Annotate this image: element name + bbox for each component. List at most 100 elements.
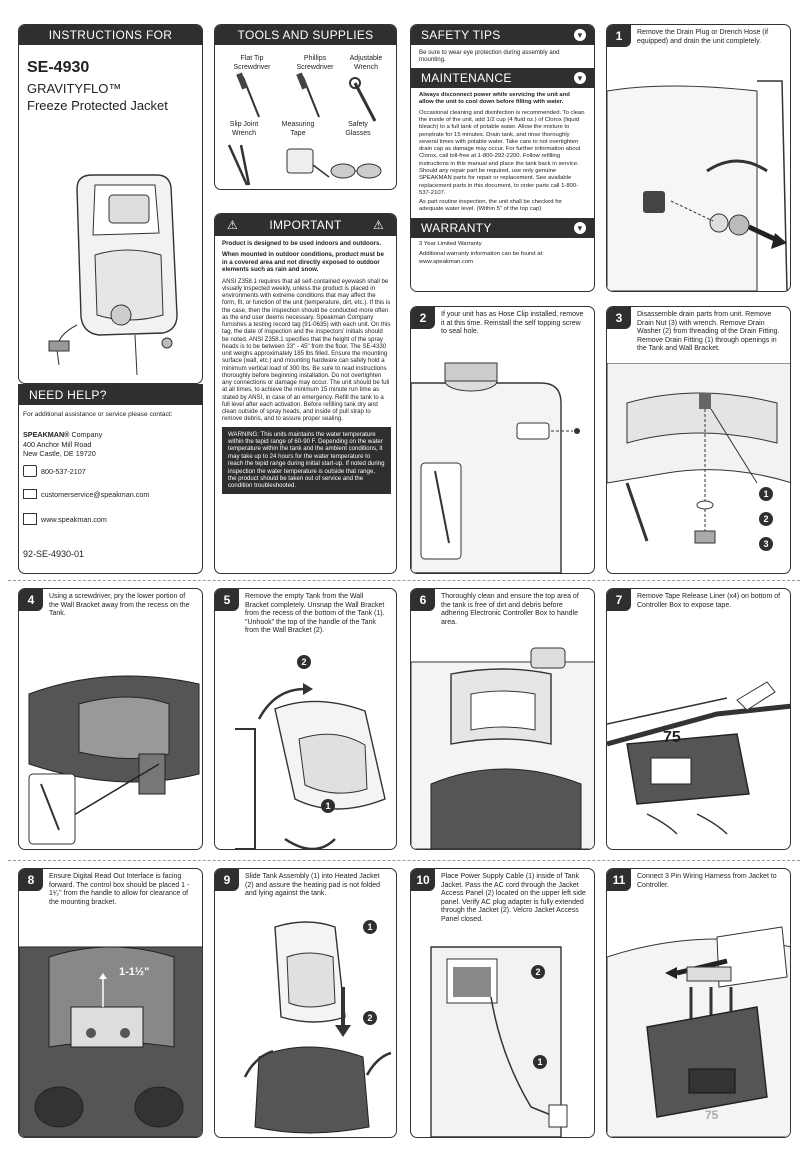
drain-parts-illustration (607, 363, 790, 544)
step-number: 9 (215, 869, 239, 891)
email-icon (23, 489, 37, 499)
callout-2: 2 (363, 1011, 377, 1025)
tool-safety-glasses: Safety Glasses (345, 121, 371, 137)
important-title: IMPORTANT (269, 218, 342, 232)
tool-measuring-tape: Measuring Tape (281, 121, 315, 137)
models-panel: INSTRUCTIONS FOR MODELS SE-4930 GRAVITYF… (18, 24, 203, 384)
company-word: Company (71, 430, 103, 439)
row-divider (8, 860, 800, 861)
product-line: GRAVITYFLO™ (27, 81, 122, 96)
phone-icon (23, 465, 37, 477)
step-number: 6 (411, 589, 435, 611)
step-text: Using a screwdriver, pry the lower porti… (49, 593, 190, 618)
power-cable-illustration (430, 946, 568, 1137)
tape-liner-illustration (607, 681, 790, 835)
maintenance-title: MAINTENANCE (421, 70, 512, 85)
safety-header: SAFETY TIPS ▾ (411, 25, 594, 45)
safety-text: Be sure to wear eye protection during as… (419, 49, 560, 64)
wiring-harness-illustration (607, 926, 790, 1137)
important-header: ⚠ IMPORTANT ⚠ (215, 214, 396, 236)
warning-icon-right: ⚠ (372, 218, 384, 232)
step-number: 7 (607, 589, 631, 611)
maintenance-p1: Occasional cleaning and disinfection is … (419, 109, 585, 196)
step-text: Remove the Drain Plug or Drench Hose (if… (637, 29, 769, 45)
step-1: 1 Remove the Drain Plug or Drench Hose (… (606, 24, 791, 292)
step-7: 7 Remove Tape Release Liner (x4) on bott… (606, 588, 791, 850)
model-number: SE-4930 (27, 59, 90, 76)
chevron-down-icon: ▾ (574, 71, 586, 84)
product-illustration (48, 174, 178, 376)
step-2: 2 If your unit has as Hose Clip installe… (410, 306, 595, 574)
tools-panel: TOOLS AND SUPPLIES Flat Tip Screwdriver … (214, 24, 397, 190)
need-help-panel: NEED HELP? For additional assistance or … (18, 384, 203, 574)
warning-icon-left: ⚠ (227, 218, 239, 232)
remove-tank-illustration (235, 683, 386, 849)
step-9: 9 Slide Tank Assembly (1) into Heated Ja… (214, 868, 397, 1138)
control-box-placement-illustration (19, 946, 202, 1137)
step-text: Thoroughly clean and ensure the top area… (441, 593, 579, 626)
chevron-down-icon: ▾ (574, 29, 586, 41)
tool-phillips: Phillips Screwdriver (296, 55, 334, 71)
step-text: Remove the empty Tank from the Wall Brac… (245, 593, 385, 635)
tools-illustration (227, 72, 382, 186)
step-number: 5 (215, 589, 239, 611)
callout-1: 1 (321, 799, 335, 813)
hose-clip-illustration (411, 362, 580, 573)
maintenance-bold: Always disconnect power while servicing … (419, 91, 570, 106)
clean-tank-illustration (411, 647, 594, 849)
step-4: 4 Using a screwdriver, pry the lower por… (18, 588, 203, 850)
callout-2: 2 (759, 512, 773, 526)
callout-1: 1 (759, 487, 773, 501)
tool-slip-joint: Slip Joint Wrench (229, 121, 259, 137)
step-number: 1 (607, 25, 631, 47)
callout-1: 1 (533, 1055, 547, 1069)
step-number: 11 (607, 869, 631, 891)
step-3: 3 Disassemble drain parts from unit. Rem… (606, 306, 791, 574)
step-number: 2 (411, 307, 435, 329)
step-text: Slide Tank Assembly (1) into Heated Jack… (245, 873, 381, 898)
warranty-p1: 3 Year Limited Warranty (419, 240, 482, 247)
address-line-2: New Castle, DE 19720 (23, 449, 96, 459)
chevron-down-icon: ▾ (574, 221, 586, 234)
warranty-title: WARRANTY (421, 220, 492, 235)
email-link[interactable]: customerservice@speakman.com (41, 489, 150, 499)
step-11: 11 Connect 3 Pin Wiring Harness from Jac… (606, 868, 791, 1138)
safety-title: SAFETY TIPS (421, 28, 501, 42)
warning-box: WARNING: This units maintains the water … (222, 426, 391, 494)
pry-bracket-illustration (28, 675, 200, 845)
step-6: 6 Thoroughly clean and ensure the top ar… (410, 588, 595, 850)
step-text: Connect 3 Pin Wiring Harness from Jacket… (637, 873, 777, 889)
doc-number: 92-SE-4930-01 (23, 549, 85, 559)
step-8: 8 Ensure Digital Read Out Interface is f… (18, 868, 203, 1138)
phone-row: 800-537-2107 (23, 465, 86, 477)
models-header: INSTRUCTIONS FOR MODELS (19, 25, 202, 62)
display-reading: 75 (663, 729, 681, 746)
callout-3: 3 (759, 537, 773, 551)
address-line-1: 400 Anchor Mill Road (23, 439, 92, 449)
step-number: 4 (19, 589, 43, 611)
tools-header: TOOLS AND SUPPLIES (215, 25, 396, 45)
need-help-header: NEED HELP? (19, 385, 202, 405)
callout-1: 1 (363, 920, 377, 934)
phone-number[interactable]: 800-537-2107 (41, 466, 86, 476)
home-icon (23, 513, 37, 525)
display-reading: 75 (705, 1108, 719, 1122)
important-p2: When mounted in outdoor conditions, prod… (222, 251, 384, 274)
website-link[interactable]: www.speakman.com (41, 514, 107, 524)
tool-flat-tip: Flat Tip Screwdriver (233, 55, 271, 71)
need-help-intro: For additional assistance or service ple… (23, 411, 173, 418)
step-text: Disassemble drain parts from unit. Remov… (637, 311, 780, 353)
step-10: 10 Place Power Supply Cable (1) inside o… (410, 868, 595, 1138)
warranty-p2: Additional warranty information can be f… (419, 251, 544, 265)
drain-plug-illustration (607, 80, 788, 291)
step-text: Ensure Digital Read Out Interface is fac… (49, 873, 190, 906)
step-text: Place Power Supply Cable (1) inside of T… (441, 873, 586, 923)
important-p1: Product is designed to be used indoors a… (222, 240, 382, 247)
company-brand: SPEAKMAN® (23, 430, 70, 439)
maintenance-p2: As part routine inspection, the unit sha… (419, 199, 563, 213)
step-text: If your unit has as Hose Clip installed,… (441, 311, 584, 336)
email-row: customerservice@speakman.com (23, 489, 149, 499)
step-number: 3 (607, 307, 631, 329)
tool-adjustable-wrench: Adjustable Wrench (349, 55, 383, 71)
product-name: Freeze Protected Jacket (27, 98, 168, 113)
